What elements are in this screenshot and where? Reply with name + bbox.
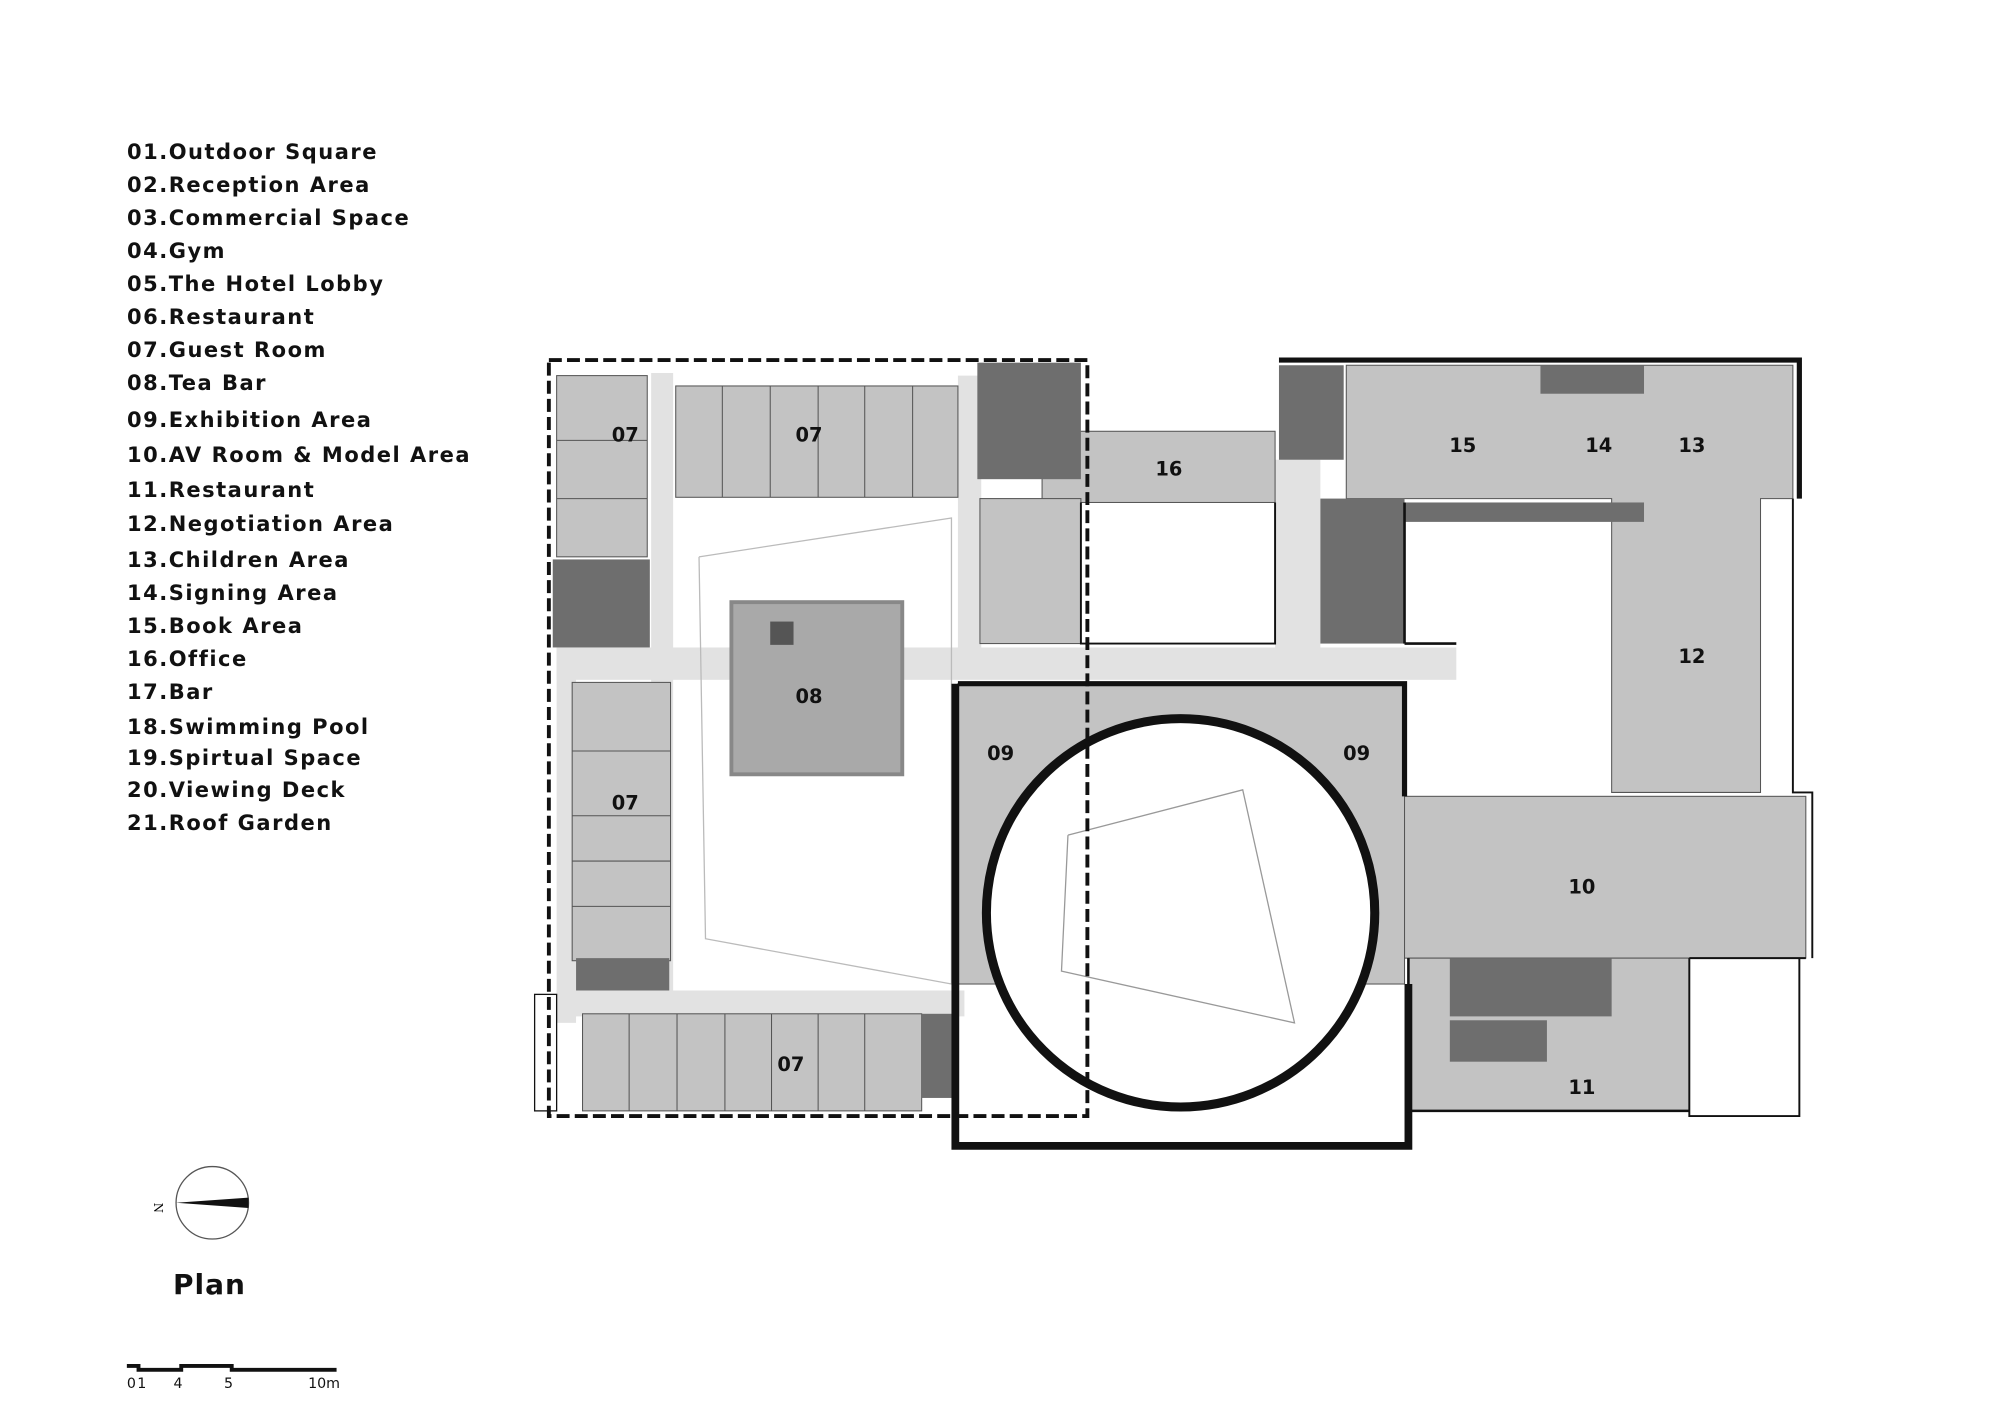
tea-bar-core bbox=[770, 621, 794, 645]
legend-item: 19.Spirtual Space bbox=[127, 746, 363, 770]
room-label-16: 16 bbox=[1155, 457, 1182, 480]
room-label-11: 11 bbox=[1568, 1076, 1595, 1099]
legend-item: 20.Viewing Deck bbox=[127, 778, 347, 802]
room-label-14: 14 bbox=[1585, 434, 1612, 457]
corridors bbox=[556, 373, 1457, 1023]
room-label-09: 09 bbox=[1343, 742, 1370, 765]
legend-item: 07.Guest Room bbox=[127, 338, 327, 362]
legend-item: 08.Tea Bar bbox=[127, 371, 267, 395]
room-partitions bbox=[556, 385, 914, 1111]
service-cores bbox=[552, 362, 1645, 1098]
legend-item: 17.Bar bbox=[127, 680, 214, 704]
legend-item: 03.Commercial Space bbox=[127, 206, 411, 230]
room-label-12: 12 bbox=[1678, 645, 1705, 668]
legend-item: 21.Roof Garden bbox=[127, 811, 333, 835]
room-labels: 07 07 07 07 08 09 09 10 11 12 13 14 15 1… bbox=[612, 424, 1706, 1099]
room-label-13: 13 bbox=[1678, 434, 1705, 457]
skylight-outline bbox=[1060, 789, 1296, 1024]
scale-tick: 10m bbox=[308, 1376, 340, 1392]
legend-item: 15.Book Area bbox=[127, 614, 304, 638]
legend-item: 13.Children Area bbox=[127, 548, 350, 572]
legend-item: 11.Restaurant bbox=[127, 478, 316, 502]
scale-bar: 0 1 4 5 10m bbox=[127, 1363, 340, 1392]
room-label-07: 07 bbox=[796, 424, 823, 447]
north-arrow-icon: N bbox=[151, 1165, 250, 1240]
room-label-07: 07 bbox=[612, 791, 639, 814]
legend-item: 14.Signing Area bbox=[127, 581, 339, 605]
tea-bar-area bbox=[729, 600, 905, 777]
room-label-08: 08 bbox=[796, 685, 823, 708]
legend-item: 01.Outdoor Square bbox=[127, 140, 378, 164]
legend-item: 16.Office bbox=[127, 647, 248, 671]
room-label-15: 15 bbox=[1449, 434, 1476, 457]
circular-hall bbox=[981, 714, 1380, 1112]
room-label-07: 07 bbox=[612, 424, 639, 447]
scale-tick: 1 bbox=[137, 1376, 146, 1392]
legend-item: 12.Negotiation Area bbox=[127, 512, 395, 536]
room-legend: 01.Outdoor Square 02.Reception Area 03.C… bbox=[127, 136, 471, 840]
legend-item: 02.Reception Area bbox=[127, 173, 371, 197]
legend-item: 10.AV Room & Model Area bbox=[127, 443, 472, 467]
legend-item: 04.Gym bbox=[127, 239, 227, 263]
walls bbox=[533, 357, 1814, 1150]
scale-tick: 0 bbox=[127, 1376, 136, 1392]
legend-item: 05.The Hotel Lobby bbox=[127, 272, 385, 296]
room-label-09: 09 bbox=[987, 742, 1014, 765]
room-label-07: 07 bbox=[777, 1053, 804, 1076]
plan-title: Plan bbox=[173, 1268, 246, 1301]
scale-tick: 5 bbox=[224, 1376, 233, 1392]
legend-item: 09.Exhibition Area bbox=[127, 408, 373, 432]
north-label: N bbox=[151, 1203, 165, 1213]
scale-tick: 4 bbox=[173, 1376, 182, 1392]
room-label-10: 10 bbox=[1568, 875, 1595, 898]
legend-item: 06.Restaurant bbox=[127, 305, 316, 329]
legend-item: 18.Swimming Pool bbox=[127, 715, 370, 739]
